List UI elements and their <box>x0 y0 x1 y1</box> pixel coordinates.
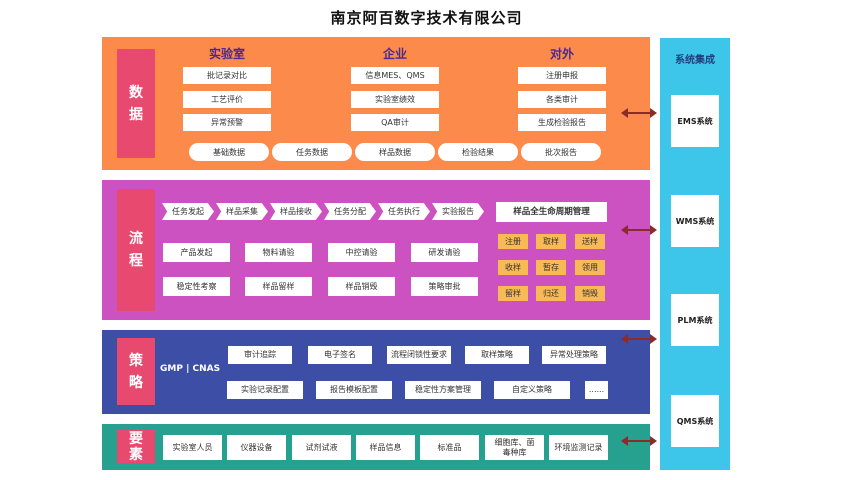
lab-item[interactable]: 异常预警 <box>183 114 271 131</box>
plm-system-box[interactable]: PLM系统 <box>671 294 719 346</box>
strategy-item[interactable]: 流程闭锁性要求 <box>387 346 451 364</box>
external-item[interactable]: 注册申报 <box>518 67 606 84</box>
lifecycle-cell[interactable]: 暂存 <box>536 260 566 275</box>
strategy-item[interactable]: 报告模板配置 <box>316 381 392 399</box>
external-item[interactable]: 生成检验报告 <box>518 114 606 131</box>
process-step[interactable]: 任务分配 <box>324 203 376 220</box>
lifecycle-cell[interactable]: 留样 <box>498 286 528 301</box>
enterprise-item[interactable]: 实验室绩效 <box>351 91 439 108</box>
external-column-heading: 对外 <box>549 47 574 61</box>
flow-grid-item[interactable]: 样品销毁 <box>328 277 395 296</box>
system-integration-column: 系统集成 EMS系统 WMS系统 PLM系统 QMS系统 <box>660 38 730 470</box>
strategy-item[interactable]: 自定义策略 <box>494 381 570 399</box>
enterprise-column-heading: 企业 <box>382 47 407 61</box>
lab-item[interactable]: 工艺评价 <box>183 91 271 108</box>
lifecycle-cell[interactable]: 收样 <box>498 260 528 275</box>
strategy-band-label: 策 略 <box>117 338 155 405</box>
strategy-more-item[interactable]: ...... <box>585 381 608 399</box>
enterprise-item[interactable]: QA审计 <box>351 114 439 131</box>
process-step[interactable]: 实验报告 <box>432 203 484 220</box>
element-item[interactable]: 细胞库、菌毒种库 <box>485 435 544 460</box>
qms-system-box[interactable]: QMS系统 <box>671 395 719 447</box>
sample-lifecycle-title: 样品全生命周期管理 <box>496 202 607 222</box>
process-step[interactable]: 样品采集 <box>216 203 268 220</box>
process-step[interactable]: 样品接收 <box>270 203 322 220</box>
strategy-item[interactable]: 异常处理策略 <box>542 346 606 364</box>
lab-item[interactable]: 批记录对比 <box>183 67 271 84</box>
element-item[interactable]: 标准品 <box>420 435 479 460</box>
double-arrow-icon <box>621 436 657 446</box>
flow-grid-item[interactable]: 物料请验 <box>245 243 312 262</box>
data-category-pill[interactable]: 检验结果 <box>438 143 518 161</box>
element-item[interactable]: 环境监测记录 <box>549 435 608 460</box>
lab-column-heading: 实验室 <box>208 47 245 61</box>
flow-grid-item[interactable]: 产品发起 <box>163 243 230 262</box>
data-category-pill[interactable]: 样品数据 <box>355 143 435 161</box>
lifecycle-cell[interactable]: 取样 <box>536 234 566 249</box>
flow-grid-item[interactable]: 策略审批 <box>411 277 478 296</box>
flow-grid-item[interactable]: 中控请验 <box>328 243 395 262</box>
flow-band-label: 流 程 <box>117 189 155 311</box>
lifecycle-cell[interactable]: 送样 <box>575 234 605 249</box>
strategy-item[interactable]: 电子签名 <box>308 346 372 364</box>
flow-grid-item[interactable]: 样品留样 <box>245 277 312 296</box>
double-arrow-icon <box>621 225 657 235</box>
strategy-item[interactable]: 审计追踪 <box>228 346 292 364</box>
elements-band: 要 素 实验室人员 仪器设备 试剂试液 样品信息 标准品 细胞库、菌毒种库 环境… <box>102 424 650 470</box>
double-arrow-icon <box>621 108 657 118</box>
external-item[interactable]: 各类审计 <box>518 91 606 108</box>
lifecycle-cell[interactable]: 领用 <box>575 260 605 275</box>
process-step[interactable]: 任务发起 <box>162 203 214 220</box>
data-category-pill[interactable]: 批次报告 <box>521 143 601 161</box>
strategy-item[interactable]: 稳定性方案管理 <box>405 381 481 399</box>
elements-band-label: 要 素 <box>117 430 155 463</box>
enterprise-item[interactable]: 信息MES、QMS <box>351 67 439 84</box>
data-category-pill[interactable]: 基础数据 <box>189 143 269 161</box>
flow-band: 流 程 任务发起 样品采集 样品接收 任务分配 任务执行 实验报告 产品发起 物… <box>102 180 650 320</box>
flow-grid-item[interactable]: 稳定性考察 <box>163 277 230 296</box>
process-step[interactable]: 任务执行 <box>378 203 430 220</box>
data-band-label: 数 据 <box>117 49 155 158</box>
element-item[interactable]: 试剂试液 <box>292 435 351 460</box>
element-item[interactable]: 实验室人员 <box>163 435 222 460</box>
company-title: 南京阿百数字技术有限公司 <box>330 9 523 27</box>
strategy-item[interactable]: 取样策略 <box>465 346 529 364</box>
wms-system-box[interactable]: WMS系统 <box>671 195 719 247</box>
lifecycle-cell[interactable]: 销毁 <box>575 286 605 301</box>
system-integration-title: 系统集成 <box>675 55 715 66</box>
strategy-item[interactable]: 实验记录配置 <box>227 381 303 399</box>
flow-grid-item[interactable]: 研发请验 <box>411 243 478 262</box>
strategy-band: 策 略 GMP | CNAS 审计追踪 电子签名 流程闭锁性要求 取样策略 异常… <box>102 330 650 414</box>
element-item[interactable]: 仪器设备 <box>227 435 286 460</box>
data-category-pill[interactable]: 任务数据 <box>272 143 352 161</box>
gmp-cnas-label: GMP | CNAS <box>160 364 221 374</box>
element-item[interactable]: 样品信息 <box>356 435 415 460</box>
lifecycle-cell[interactable]: 归还 <box>536 286 566 301</box>
double-arrow-icon <box>621 334 657 344</box>
data-band: 数 据 实验室 企业 对外 批记录对比 工艺评价 异常预警 信息MES、QMS … <box>102 37 650 170</box>
ems-system-box[interactable]: EMS系统 <box>671 95 719 147</box>
lifecycle-cell[interactable]: 注册 <box>498 234 528 249</box>
